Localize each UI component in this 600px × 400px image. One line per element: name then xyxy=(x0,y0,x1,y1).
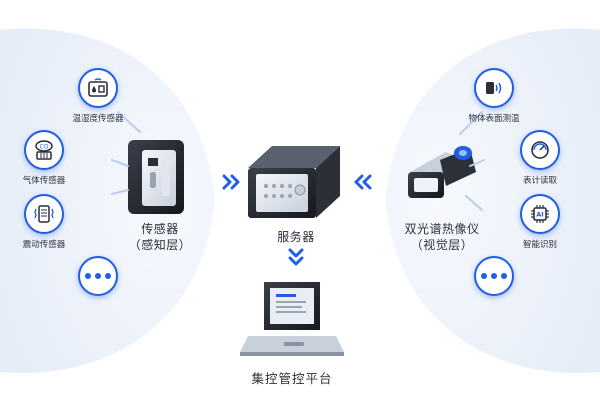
ai-recognition-circle: AI xyxy=(520,194,560,234)
ai-chip-icon: AI xyxy=(531,205,549,223)
thermal-camera-device xyxy=(408,146,476,198)
sensor-label-gas: 气体传感器 xyxy=(22,176,66,186)
sensor-label-temperature-humidity: 温湿度传感器 xyxy=(72,114,124,124)
server-label: 服务器 xyxy=(277,230,315,244)
meter-reading-circle xyxy=(520,130,560,170)
ai-chip-text: AI xyxy=(536,211,543,219)
svg-text:CO: CO xyxy=(40,144,49,151)
server-device xyxy=(248,146,340,218)
camera-device-layer: （视觉层） xyxy=(410,238,474,252)
vibration-sensor-circle xyxy=(24,194,64,234)
more-sensors-button[interactable] xyxy=(78,256,118,296)
sensor-device-label: 传感器 xyxy=(141,222,179,236)
left-panel-background xyxy=(0,28,215,373)
platform-label: 集控管控平台 xyxy=(251,371,333,386)
arrow-camera-to-server xyxy=(354,174,372,190)
arrow-sensor-to-server xyxy=(222,174,240,190)
camera-device-label: 双光谱热像仪 xyxy=(404,222,480,236)
function-label-surface-temperature: 物体表面测温 xyxy=(468,114,520,124)
co2-gas-icon: CO xyxy=(35,140,53,160)
function-label-meter-reading: 表计读取 xyxy=(522,176,557,186)
function-label-ai-recognition: 智能识别 xyxy=(522,240,557,250)
temperature-humidity-circle xyxy=(78,68,118,108)
sensor-device xyxy=(128,140,184,214)
surface-temperature-circle xyxy=(474,68,514,108)
temperature-humidity-icon xyxy=(88,78,108,97)
meter-reading-icon xyxy=(531,141,549,159)
more-functions-button[interactable] xyxy=(474,256,514,296)
right-panel-background xyxy=(385,28,600,373)
signal-rays xyxy=(111,111,485,211)
more-icon xyxy=(85,273,111,279)
more-icon xyxy=(481,273,507,279)
gas-sensor-circle: CO xyxy=(24,130,64,170)
platform-laptop xyxy=(240,282,344,356)
vibration-icon xyxy=(34,205,54,223)
arrow-server-to-platform xyxy=(288,248,304,266)
sensor-label-vibration: 震动传感器 xyxy=(22,240,66,250)
surface-temperature-icon xyxy=(486,82,502,94)
sensor-device-layer: （感知层） xyxy=(128,238,192,252)
